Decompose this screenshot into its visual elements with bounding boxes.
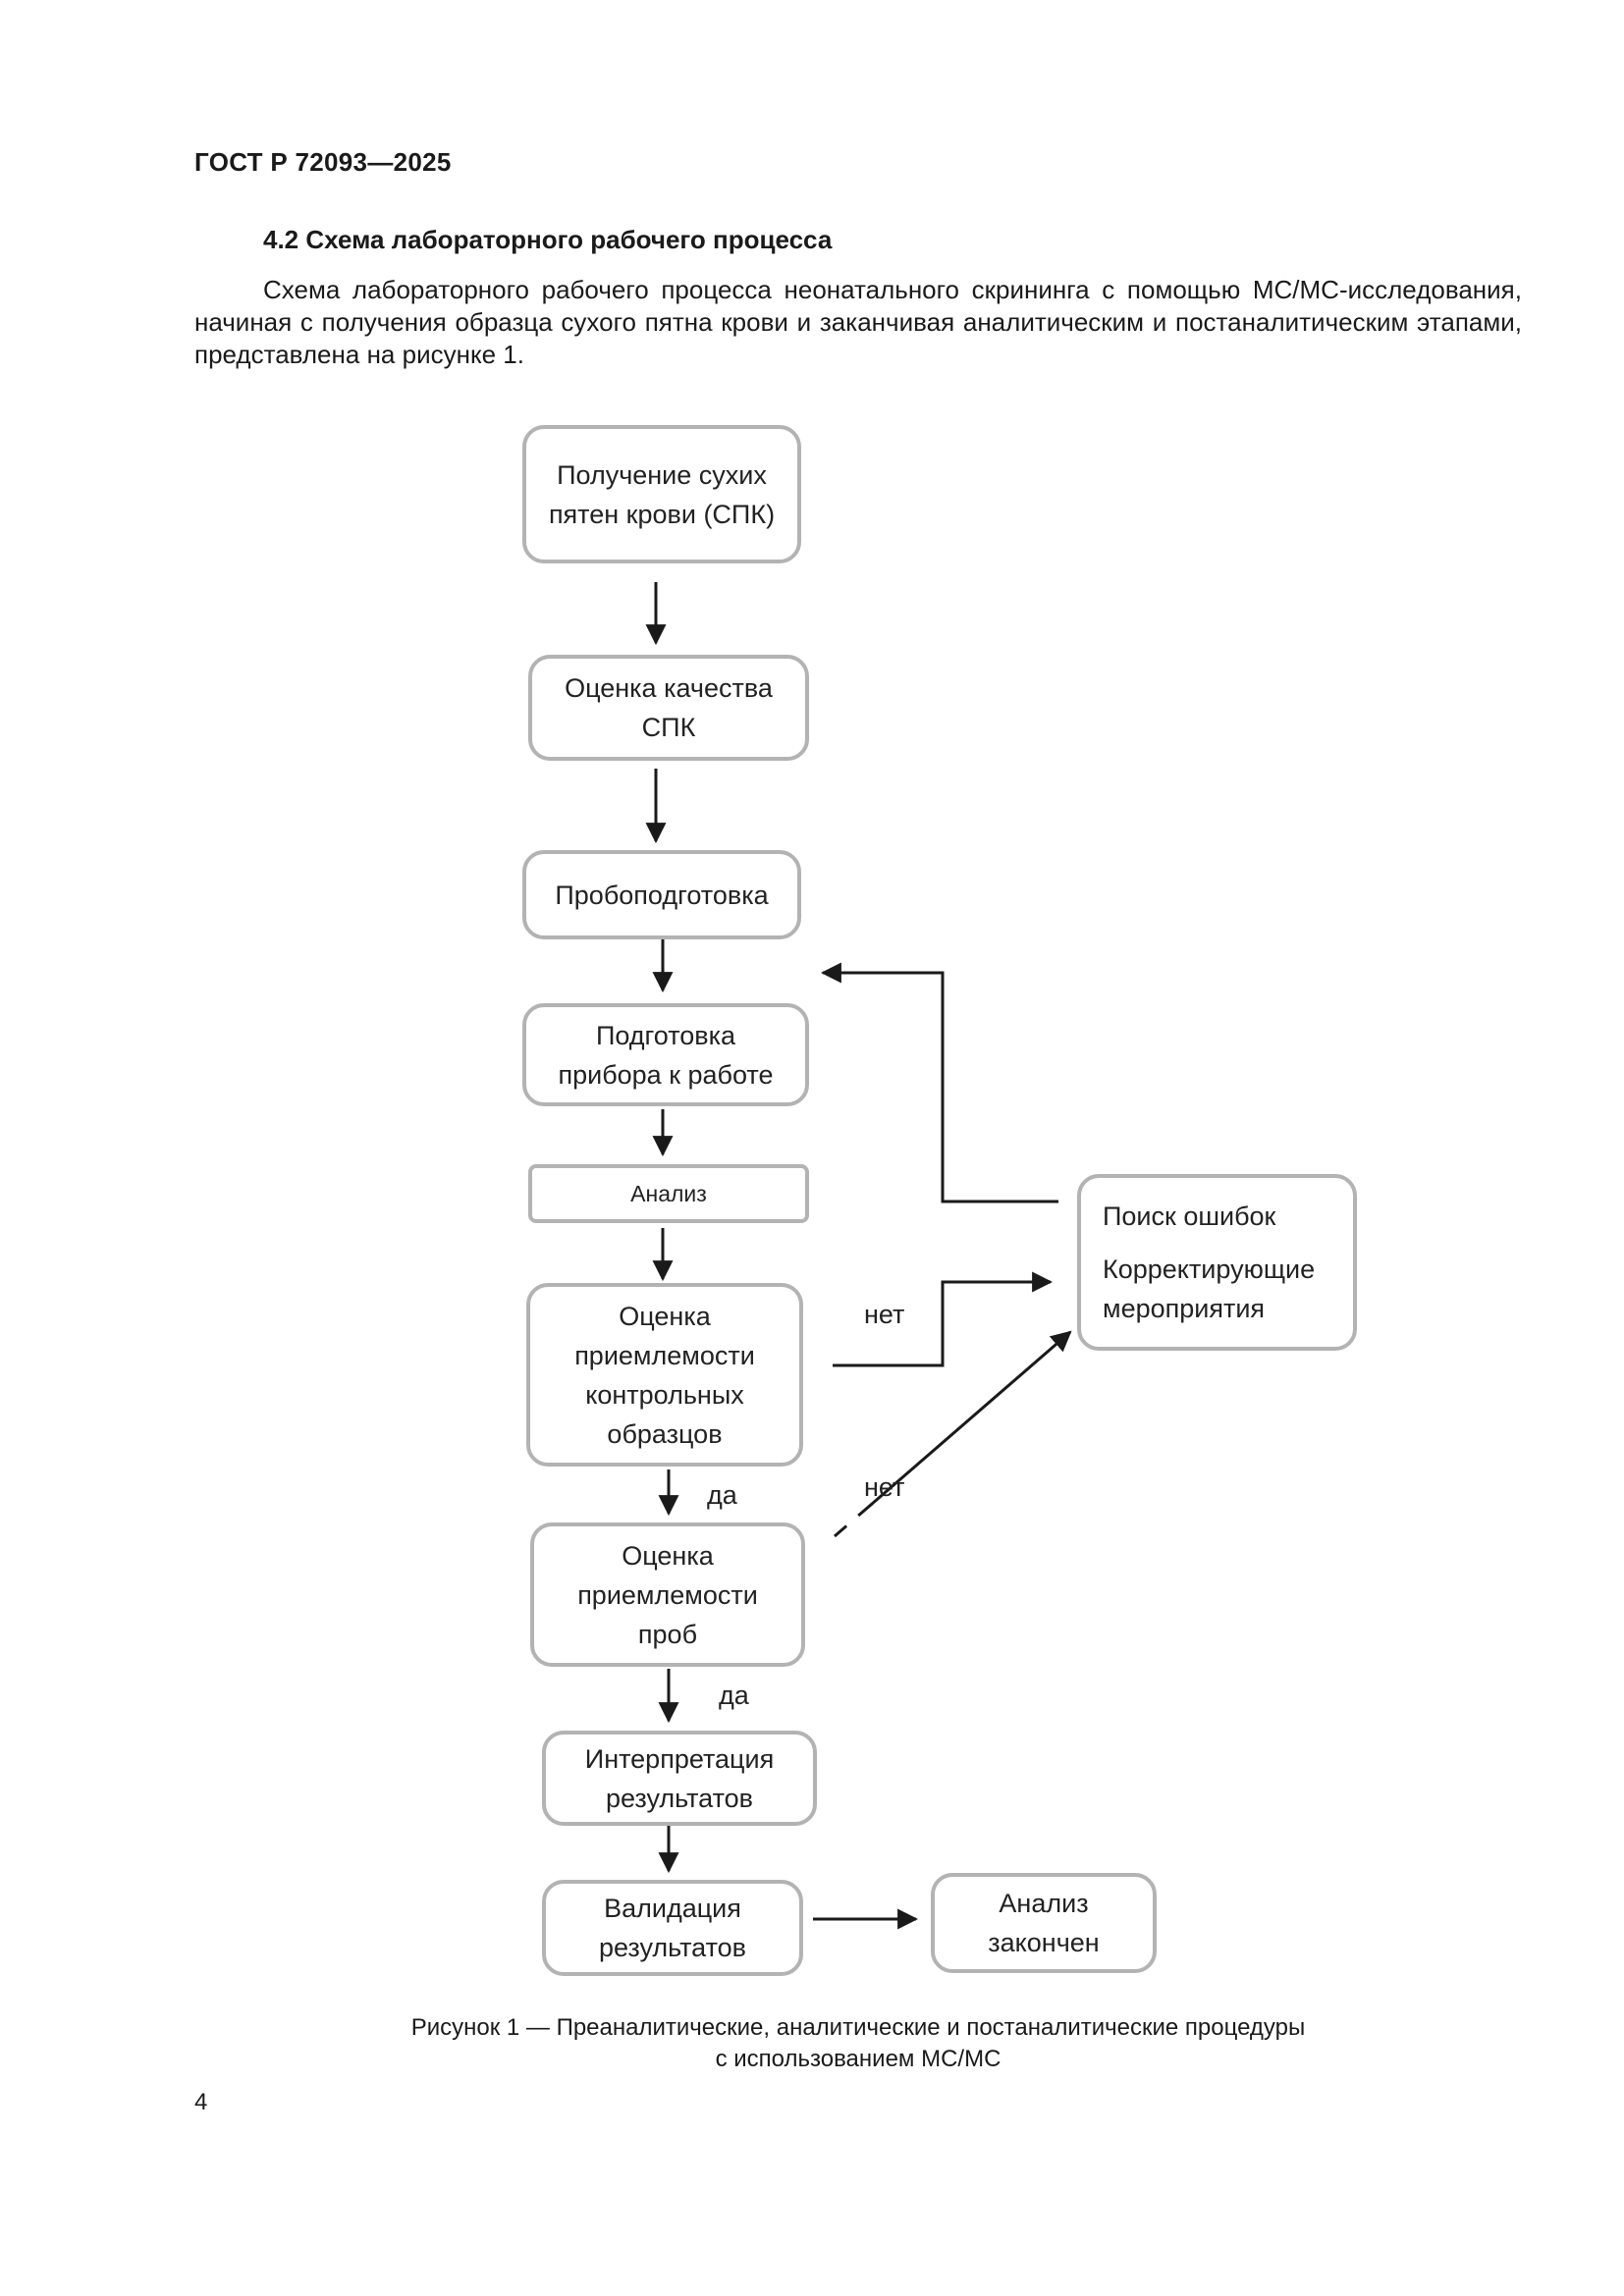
- label-no-controls: нет: [864, 1300, 905, 1329]
- node-analysis: Анализ: [528, 1164, 809, 1223]
- figure-caption: Рисунок 1 — Преаналитические, аналитичес…: [410, 2014, 1306, 2072]
- node-sample-prep: Пробоподготовка: [522, 850, 801, 939]
- document-header: ГОСТ Р 72093—2025: [194, 147, 452, 177]
- page-number: 4: [194, 2089, 208, 2115]
- label-yes-samples: да: [719, 1681, 749, 1710]
- label-no-samples: нет: [864, 1472, 905, 1502]
- intro-paragraph: Схема лабораторного рабочего процесса не…: [194, 275, 1522, 369]
- label-yes-controls: да: [707, 1480, 737, 1510]
- arrow-samples-no-to-troubleshoot: [834, 1330, 1072, 1538]
- arrow-troubleshoot-to-prep: [820, 962, 1058, 1203]
- arrow-controls-no-to-troubleshoot: [833, 1271, 1054, 1367]
- section-heading: 4.2 Схема лабораторного рабочего процесс…: [263, 225, 833, 254]
